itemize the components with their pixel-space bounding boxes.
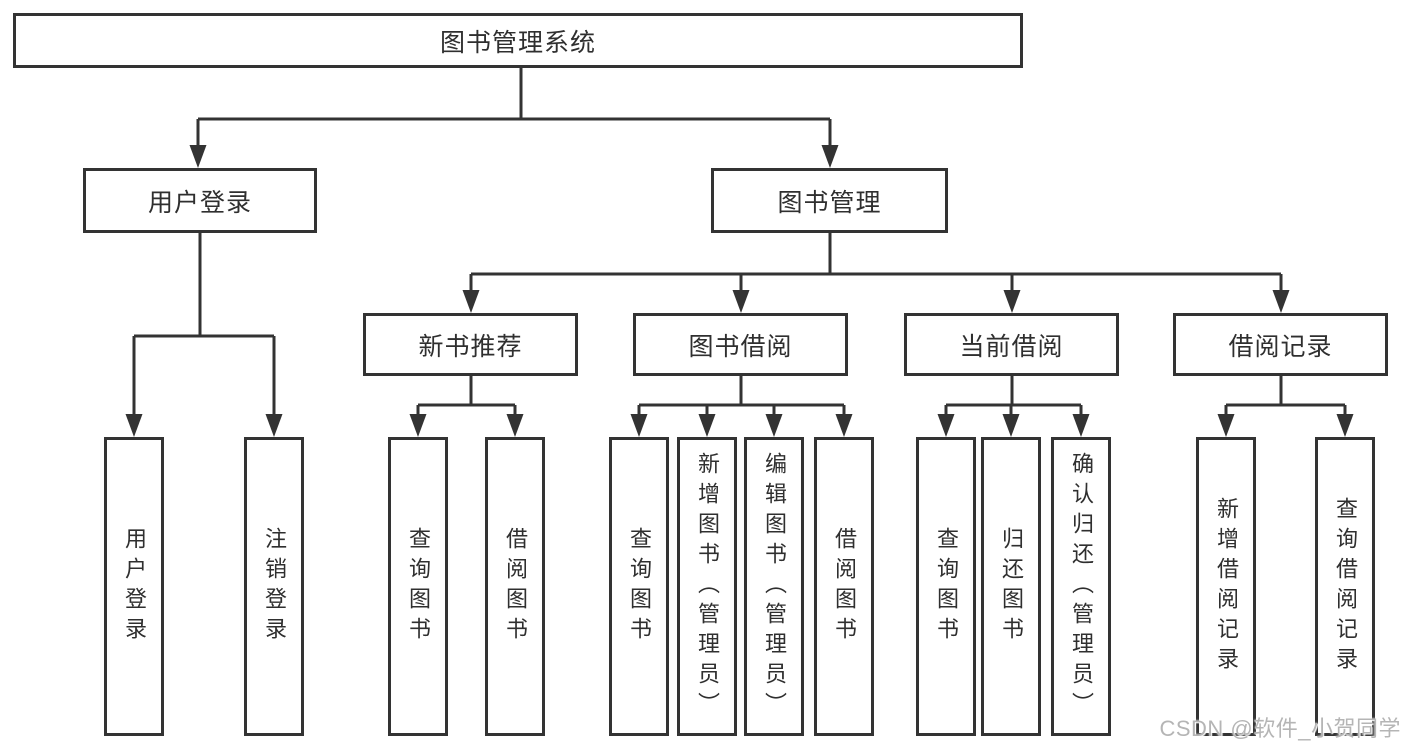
node-book-borrowing: 图书借阅 [633,313,848,376]
node-root-system: 图书管理系统 [13,13,1023,68]
arrowhead-icon [189,145,207,168]
leaf-query-borrow-record: 查询借阅记录 [1315,437,1375,736]
node-label: 借阅图书 [503,526,528,647]
node-label: 查询图书 [406,526,431,647]
arrowhead-icon [1072,414,1090,437]
arrowhead-icon [506,414,524,437]
node-label: 借阅图书 [832,526,857,647]
node-label: 用户登录 [147,188,252,217]
node-label: 注销登录 [262,526,287,647]
leaf-logout-login: 注销登录 [244,437,304,736]
leaf-borrow-books-recommend: 借阅图书 [485,437,545,736]
node-label: 查询图书 [934,526,959,647]
arrowhead-icon [1272,290,1290,313]
leaf-query-books-recommend: 查询图书 [388,437,448,736]
arrowhead-icon [821,145,839,168]
node-new-book-recommendation: 新书推荐 [363,313,578,376]
node-label: 当前借阅 [959,332,1064,361]
arrowhead-icon [1217,414,1235,437]
node-borrowing-records: 借阅记录 [1173,313,1388,376]
node-current-borrowing: 当前借阅 [904,313,1119,376]
node-user-login: 用户登录 [83,168,317,233]
node-label: 图书借阅 [688,332,793,361]
node-label: 确认归还（管理员） [1069,451,1094,722]
arrowhead-icon [409,414,427,437]
node-label: 归还图书 [999,526,1024,647]
arrowhead-icon [835,414,853,437]
node-label: 图书管理系统 [439,28,596,57]
arrowhead-icon [1002,414,1020,437]
arrowhead-icon [462,290,480,313]
node-label: 查询借阅记录 [1333,496,1358,677]
arrowhead-icon [630,414,648,437]
leaf-edit-books-admin: 编辑图书（管理员） [744,437,804,736]
node-label: 编辑图书（管理员） [762,451,787,722]
leaf-user-login: 用户登录 [104,437,164,736]
node-label: 新书推荐 [418,332,523,361]
arrowhead-icon [732,290,750,313]
leaf-borrow-books: 借阅图书 [814,437,874,736]
node-label: 新增图书（管理员） [695,451,720,722]
watermark: CSDN @软件_小贺同学 [1159,716,1401,741]
node-book-management: 图书管理 [711,168,948,233]
leaf-add-books-admin: 新增图书（管理员） [677,437,737,736]
node-label: 图书管理 [777,188,882,217]
arrowhead-icon [765,414,783,437]
leaf-query-books-current: 查询图书 [916,437,976,736]
node-label: 用户登录 [122,526,147,647]
arrowhead-icon [265,414,283,437]
node-label: 借阅记录 [1228,332,1333,361]
leaf-add-borrow-record: 新增借阅记录 [1196,437,1256,736]
arrowhead-icon [698,414,716,437]
arrowhead-icon [1336,414,1354,437]
arrowhead-icon [125,414,143,437]
node-label: 新增借阅记录 [1214,496,1239,677]
node-label: 查询图书 [627,526,652,647]
leaf-query-books-borrow: 查询图书 [609,437,669,736]
arrowhead-icon [937,414,955,437]
leaf-confirm-return-admin: 确认归还（管理员） [1051,437,1111,736]
leaf-return-books: 归还图书 [981,437,1041,736]
arrowhead-icon [1003,290,1021,313]
